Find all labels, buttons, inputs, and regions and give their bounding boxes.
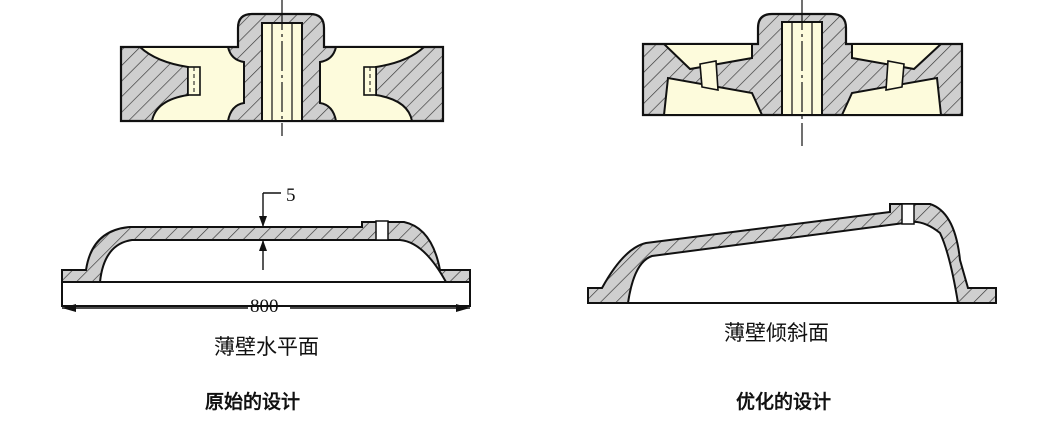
left-subtitle: 薄壁水平面 (214, 335, 319, 359)
original-thin-wall-profile (61, 221, 471, 283)
original-hub-section (119, 0, 445, 136)
left-caption: 原始的设计 (205, 391, 301, 413)
optimized-hub-section (641, 0, 964, 146)
optimized-right-lower-cavity (840, 76, 943, 116)
length-dimension-label: 800 (250, 296, 279, 317)
original-base-plate (61, 281, 471, 307)
optimized-right-cavity (851, 43, 944, 71)
right-subtitle: 薄壁倾斜面 (724, 321, 829, 345)
right-caption: 优化的设计 (736, 391, 832, 413)
thickness-dimension-label: 5 (286, 185, 296, 206)
optimized-left-cavity (661, 43, 753, 71)
original-vent-slot (375, 220, 389, 241)
optimized-thin-wall-profile (587, 203, 997, 304)
optimized-vent-slot (901, 203, 915, 225)
optimized-left-lower-cavity (662, 76, 764, 116)
original-thin-wall-section (61, 192, 471, 312)
optimized-thin-wall-section (587, 203, 997, 304)
